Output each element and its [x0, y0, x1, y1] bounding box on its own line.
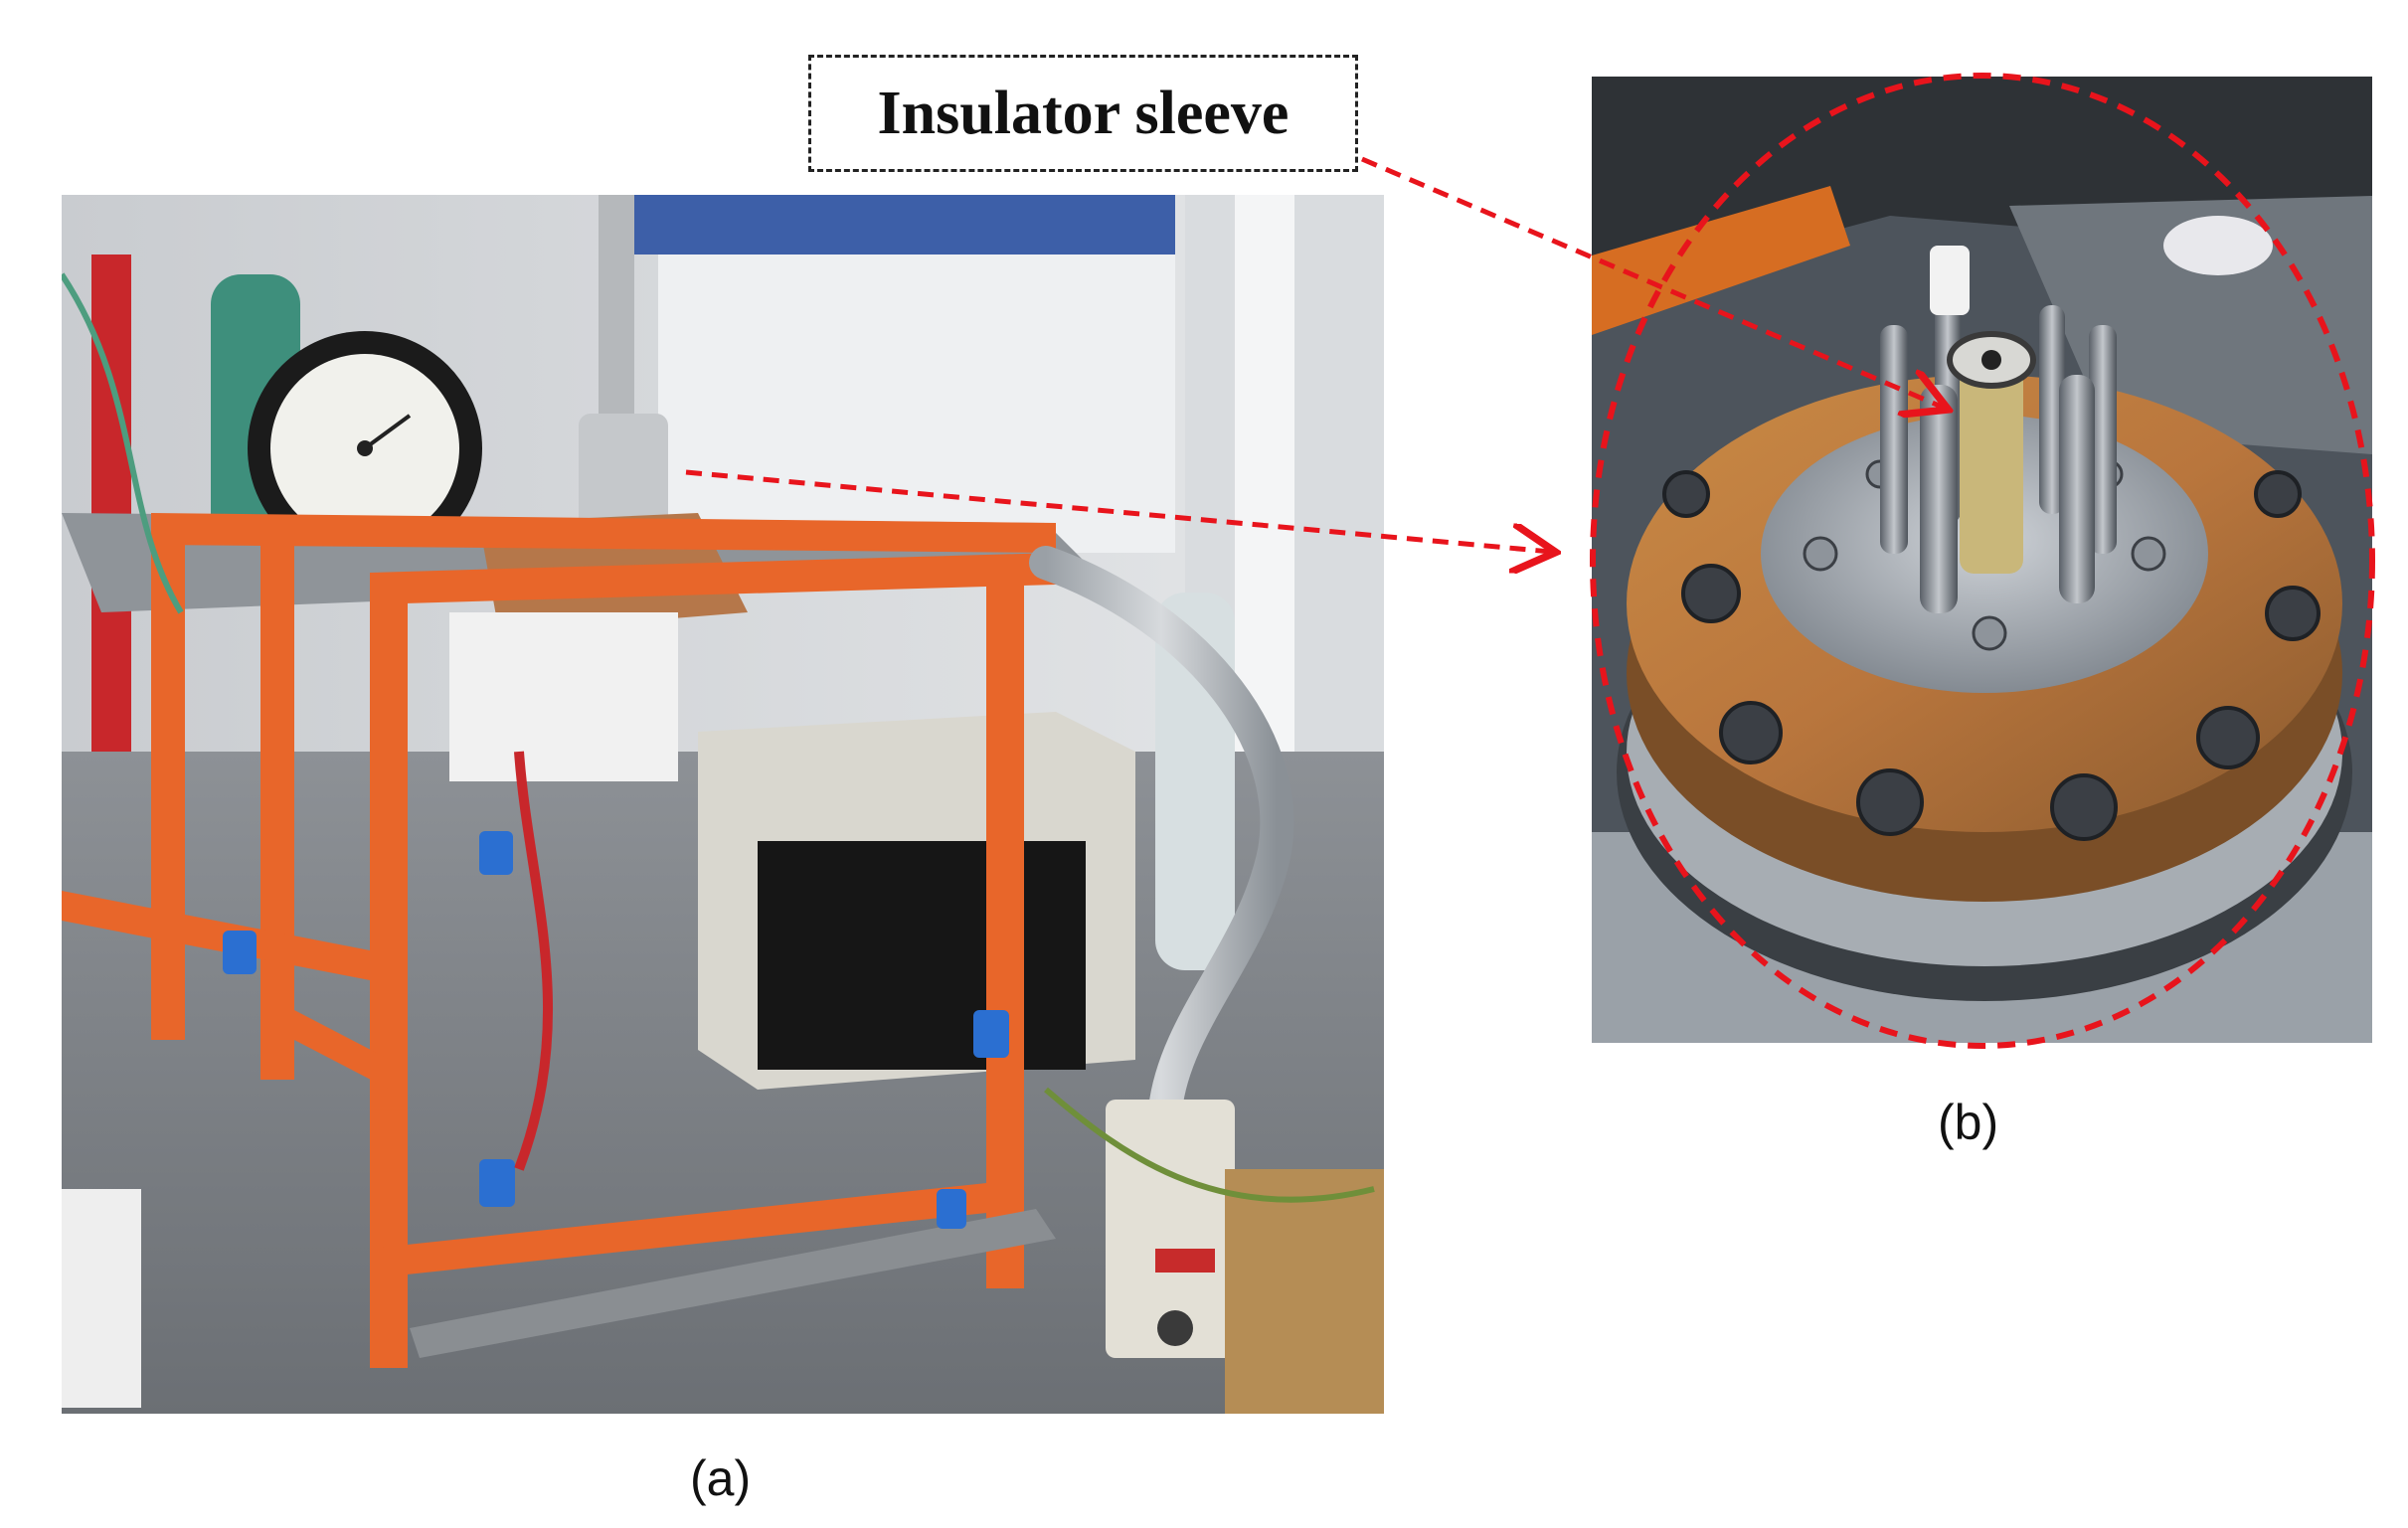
caption-panel-b: (b): [1938, 1095, 1999, 1150]
photo-insulator-detail: [1592, 77, 2372, 1043]
electrode-head-illustration: [1592, 77, 2372, 1043]
caption-panel-a: (a): [690, 1450, 752, 1506]
callout-box: Insulator sleeve: [808, 55, 1358, 172]
setup-illustration: [62, 195, 1384, 1414]
callout-label: Insulator sleeve: [877, 79, 1290, 147]
photo-experimental-setup: [62, 195, 1384, 1414]
